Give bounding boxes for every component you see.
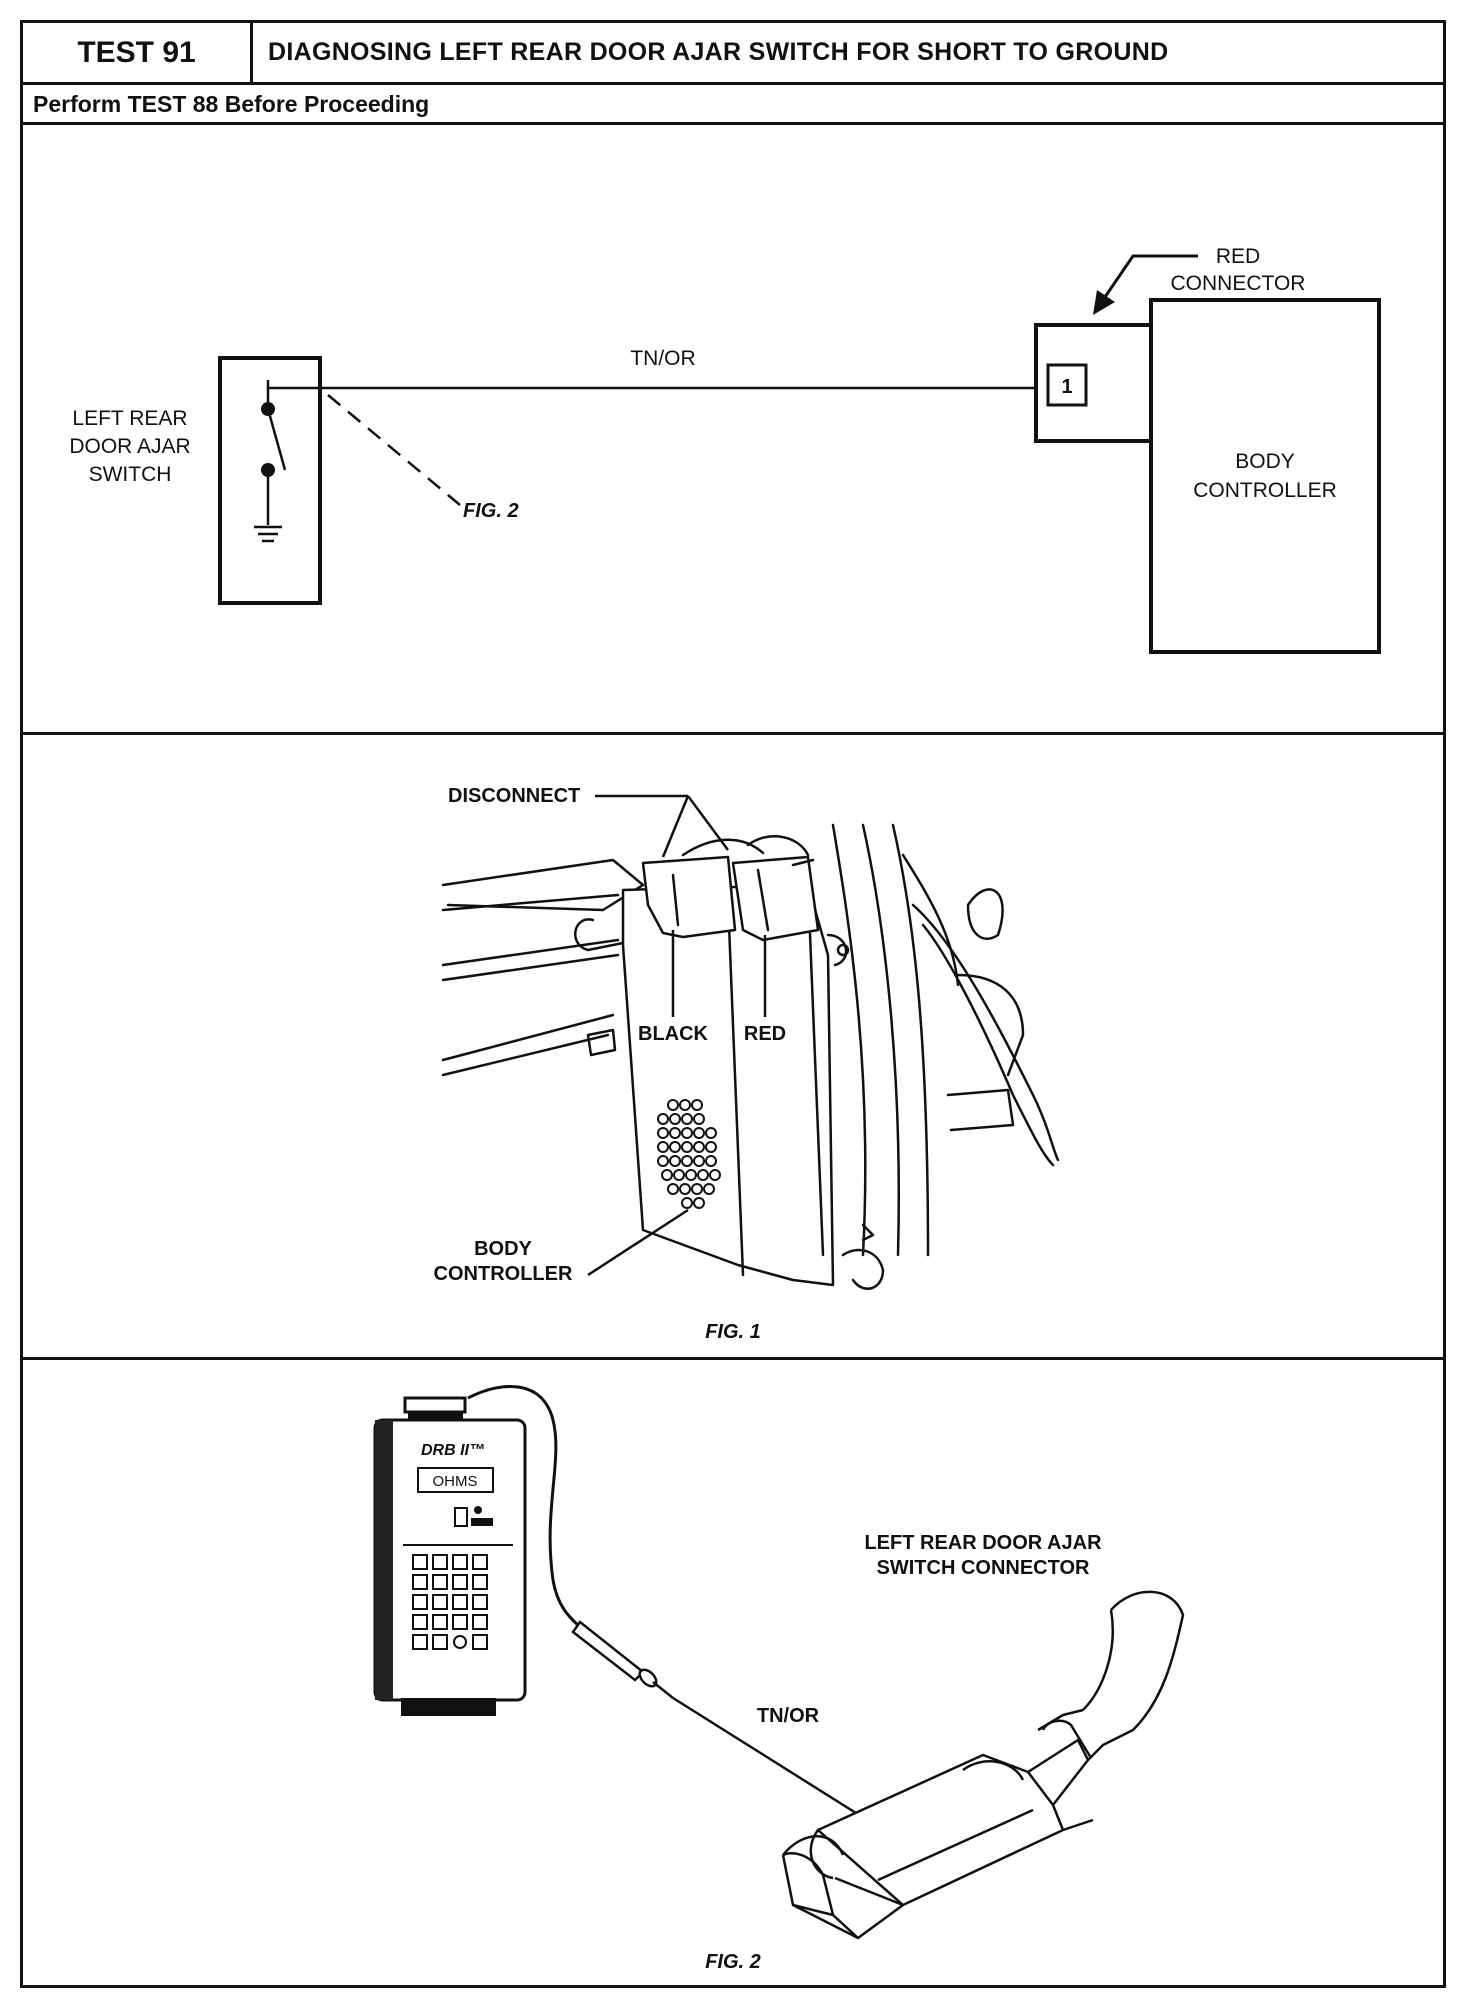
schematic-diagram: FIG. 2 LEFT REAR DOOR AJAR SWITCH TN/OR … [69,245,1381,654]
figure1-panel: DISCONNECT BLACK RED BODY CONTROLLER FIG… [23,735,1443,1360]
controller-label-line1: BODY [1235,450,1295,473]
figure2-illustration: DRB II™ OHMS [373,1385,1185,1973]
test-title: DIAGNOSING LEFT REAR DOOR AJAR SWITCH FO… [268,38,1169,66]
red-label: RED [744,1023,786,1045]
tn-or-probe-wire [672,1696,884,1832]
tester-display-text: OHMS [433,1473,478,1490]
tester-display [417,1467,494,1493]
black-connector [641,855,737,939]
wire-label: TN/OR [630,347,695,370]
body-controller-box [1149,298,1381,654]
fig1-caption: FIG. 1 [705,1321,761,1343]
vent-holes [657,1099,721,1209]
probe [571,1620,674,1699]
fig1-controller-label-line2: CONTROLLER [434,1263,573,1285]
fig2-connector-label-line1: LEFT REAR DOOR AJAR [864,1532,1102,1554]
tester-brand: DRB II™ [421,1442,485,1459]
red-connector-plug [731,855,820,942]
switch-box [218,356,322,605]
controller-label-line2: CONTROLLER [1193,479,1337,502]
test-sheet: TEST 91 DIAGNOSING LEFT REAR DOOR AJAR S… [20,20,1446,1988]
schematic-panel: FIG. 2 LEFT REAR DOOR AJAR SWITCH TN/OR … [23,125,1443,735]
pin-box [1046,363,1088,407]
ground-icon [254,525,282,543]
switch-blade [266,408,287,471]
door-pillar [831,823,867,1257]
switch-label-line1: LEFT REAR [72,407,187,430]
test-number: TEST 91 [23,23,253,82]
tester-keypad [412,1554,488,1650]
black-label: BLACK [638,1023,709,1045]
tn-or-wire [266,380,1036,390]
switch-label-line2: DOOR AJAR [69,435,190,458]
disconnect-label: DISCONNECT [448,785,580,807]
drb-tester: DRB II™ OHMS [373,1396,527,1716]
connector-label-line2: CONNECTOR [1171,272,1306,295]
prerequisite-note: Perform TEST 88 Before Proceeding [23,85,1443,125]
switch-connector [781,1590,1185,1940]
connector-label-line1: RED [1216,245,1260,268]
header: TEST 91 DIAGNOSING LEFT REAR DOOR AJAR S… [23,23,1443,85]
fig1-controller-label-line1: BODY [474,1238,532,1260]
fig2-leader [327,394,461,506]
connector-arrow [1093,254,1198,315]
figure2-panel: DRB II™ OHMS [23,1360,1443,1985]
disconnect-leaders [595,794,730,858]
switch-label-line3: SWITCH [89,463,172,486]
probe-lead [467,1385,585,1632]
figure1-illustration: DISCONNECT BLACK RED BODY CONTROLLER FIG… [434,785,1060,1343]
pin-number: 1 [1061,376,1072,398]
trim-panel [441,858,645,912]
fig2-connector-label-line2: SWITCH CONNECTOR [877,1557,1091,1579]
fig2-reference: FIG. 2 [463,500,519,522]
fig2-wire-label: TN/OR [757,1705,820,1727]
fig2-caption: FIG. 2 [705,1951,761,1973]
body-controller-module [621,883,835,1287]
